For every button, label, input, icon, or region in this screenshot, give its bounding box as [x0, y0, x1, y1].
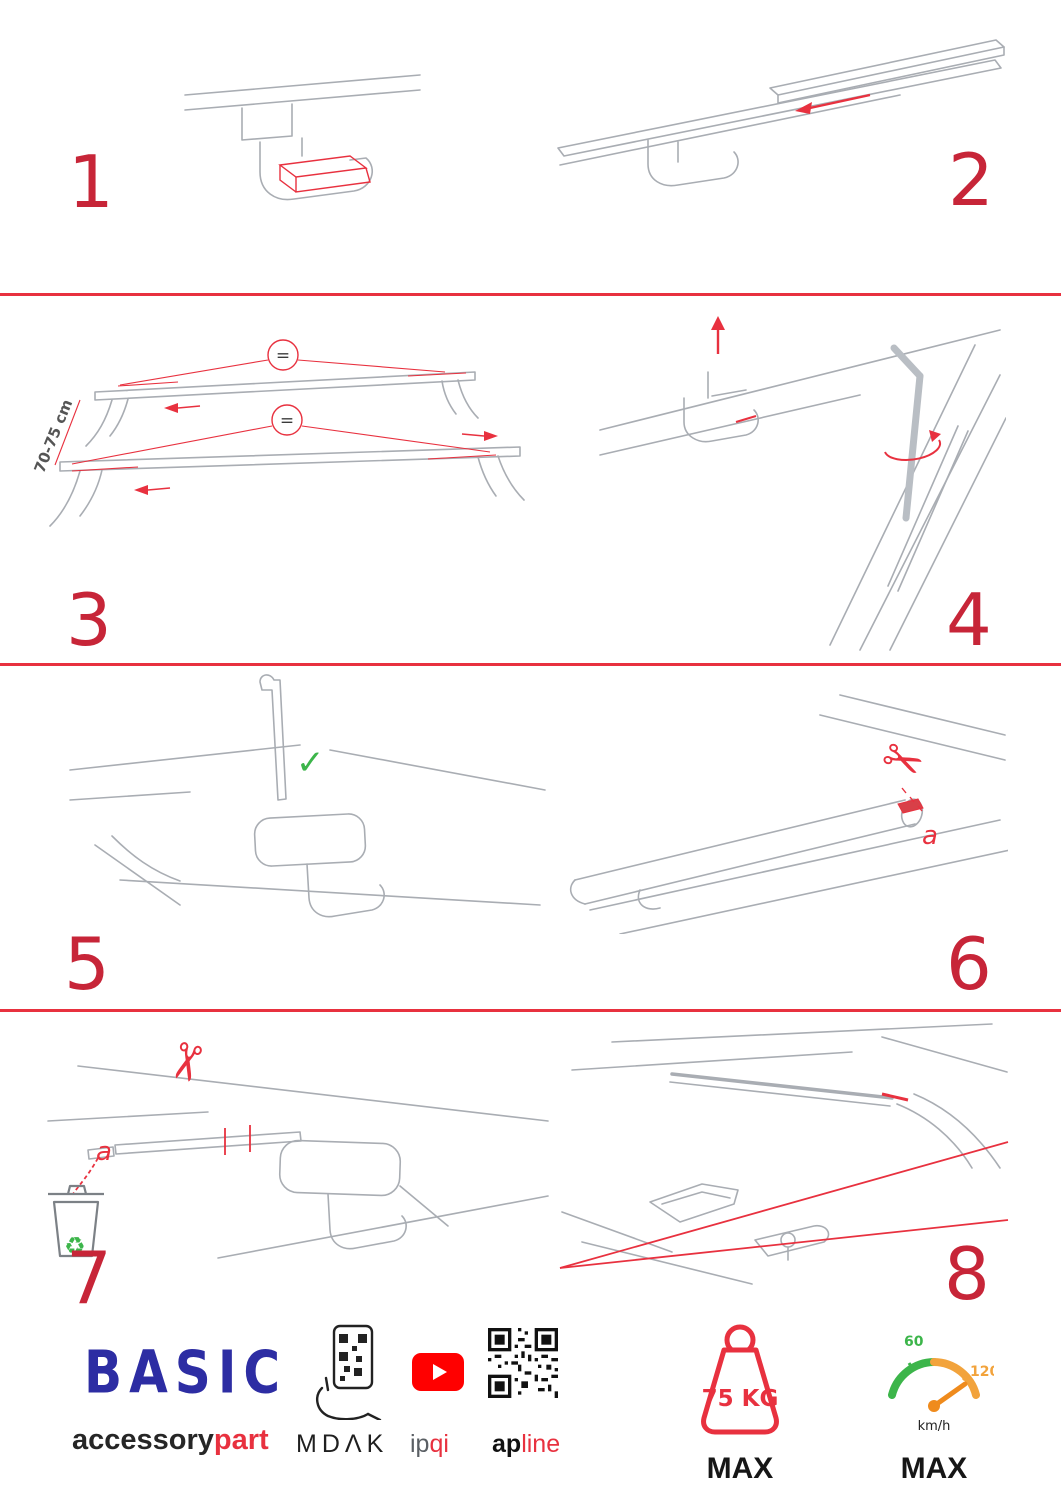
speed-unit: km/h	[918, 1419, 951, 1434]
roof-rail-drawing	[184, 74, 421, 201]
scissors-icon: ✂	[153, 1034, 220, 1089]
step8-illustration	[559, 1023, 1009, 1285]
rotate-arrow	[884, 430, 942, 461]
equal-symbol-rear: =	[276, 346, 290, 366]
step-number-1: 1	[68, 140, 114, 224]
logo-apline-accent: line	[521, 1430, 561, 1458]
recycle-icon: ♻	[64, 1232, 86, 1260]
check-icon: ✓	[296, 743, 325, 783]
youtube-icon	[412, 1353, 464, 1391]
clamp-pad-highlight	[278, 155, 371, 193]
step4-illustration	[599, 316, 1006, 651]
cut-marks	[72, 1125, 251, 1195]
crossbar-drawing	[557, 39, 1005, 187]
bar-on-roof-drawing	[569, 694, 1008, 934]
step-number-4: 4	[946, 578, 992, 662]
speed-max-label: MAX	[900, 1452, 968, 1485]
cut-dashes	[901, 787, 923, 812]
section-divider-2	[0, 663, 1061, 666]
weight-max-label: MAX	[706, 1452, 774, 1485]
logo-mdak: MDΛK	[296, 1430, 389, 1458]
part-label-a: a	[922, 821, 938, 851]
logo-ipqi: ipqi	[410, 1430, 449, 1459]
speed-low-value: 60	[904, 1334, 924, 1350]
step-number-2: 2	[948, 138, 994, 222]
max-weight-icon: 75 KG	[701, 1324, 779, 1435]
logo-ipqi-accent: qi	[429, 1430, 449, 1458]
alignment-guides	[559, 1092, 1009, 1269]
weight-limit-value: 75 KG	[702, 1386, 779, 1412]
strap-excess-highlight	[897, 798, 924, 814]
qr-code	[488, 1328, 558, 1398]
phone-qr-scan-icon	[316, 1324, 382, 1420]
step1-illustration	[184, 74, 421, 201]
section-divider-3	[0, 1009, 1061, 1012]
speed-high-value: 120	[970, 1364, 994, 1380]
scissors-icon: ✂	[872, 727, 932, 795]
equal-distance-guides	[54, 359, 497, 472]
allen-key	[890, 344, 924, 522]
step6-illustration: ✂ a	[569, 694, 1008, 934]
roof-and-door-drawing	[599, 329, 1006, 651]
brand-subtitle-primary: accessory	[72, 1424, 214, 1456]
bar-spacing-label: 70-75 cm	[30, 397, 76, 476]
tighten-arrow	[735, 415, 757, 423]
step7-illustration: ✂ a ♻	[47, 1034, 549, 1260]
step5-illustration: ✓	[69, 674, 546, 918]
strap-cut-drawing	[47, 1065, 549, 1259]
speedometer-icon: 60 120 km/h	[888, 1334, 994, 1434]
insert-arrow	[711, 316, 725, 354]
trash-bin-icon	[48, 1184, 104, 1258]
step2-illustration	[557, 39, 1005, 187]
step-number-3: 3	[66, 578, 112, 662]
foot-with-strap-drawing	[69, 674, 546, 918]
brand-subtitle-accent: part	[213, 1424, 269, 1456]
brand-subtitle: accessorypart	[72, 1424, 269, 1457]
step-number-7: 7	[66, 1236, 112, 1320]
logo-apline: apline	[492, 1430, 560, 1459]
step3-illustration: = = 70-75 cm	[30, 339, 525, 527]
endcap-fitting-drawing	[561, 1023, 1008, 1285]
adjust-arrows	[134, 403, 498, 495]
logo-ipqi-primary: ip	[410, 1430, 430, 1458]
logo-apline-primary: ap	[492, 1430, 522, 1458]
part-label-a: a	[96, 1137, 112, 1167]
equal-badge-front	[271, 404, 303, 436]
slide-direction-arrow	[795, 93, 871, 114]
step-number-5: 5	[64, 922, 110, 1006]
equal-symbol-front: =	[280, 411, 294, 431]
section-divider-1	[0, 293, 1061, 296]
step-number-8: 8	[944, 1232, 990, 1316]
equal-badge-rear	[267, 339, 299, 371]
two-bars-drawing	[49, 371, 525, 527]
step-number-6: 6	[946, 922, 992, 1006]
brand-name: BASIC	[84, 1338, 288, 1407]
